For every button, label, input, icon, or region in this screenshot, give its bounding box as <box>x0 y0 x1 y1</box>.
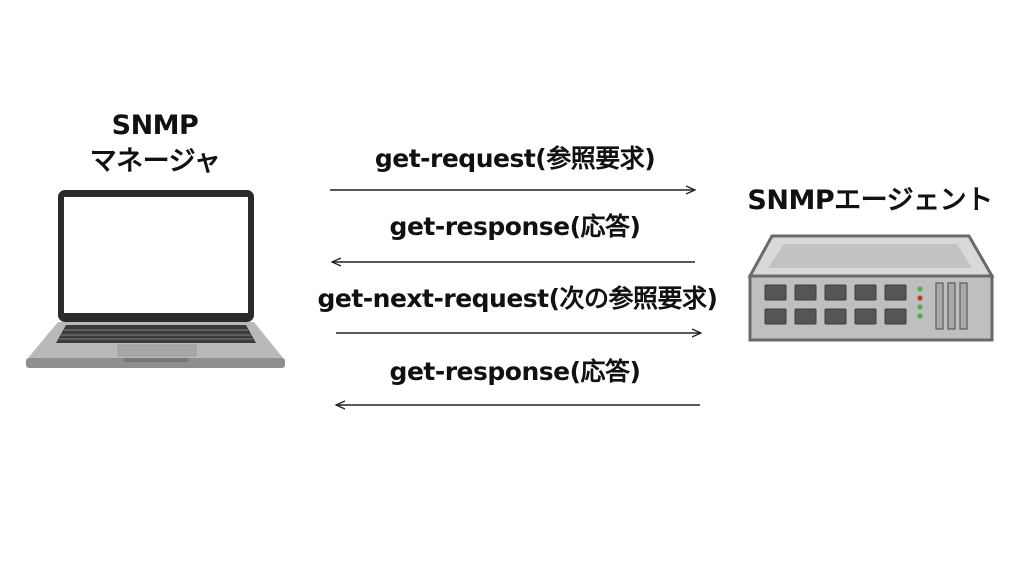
manager-title-line2: マネージャ <box>89 146 221 177</box>
message-label-get-response-2: get-response(応答) <box>389 357 641 386</box>
manager-title: SNMP マネージャ <box>70 108 240 180</box>
message-label-get-request: get-request(参照要求) <box>374 144 656 173</box>
manager-title-line1: SNMP <box>111 110 199 141</box>
agent-title: SNMPエージェント <box>747 185 993 216</box>
message-label-get-response-1: get-response(応答) <box>389 212 641 241</box>
message-label-get-next-request: get-next-request(次の参照要求) <box>317 284 718 313</box>
